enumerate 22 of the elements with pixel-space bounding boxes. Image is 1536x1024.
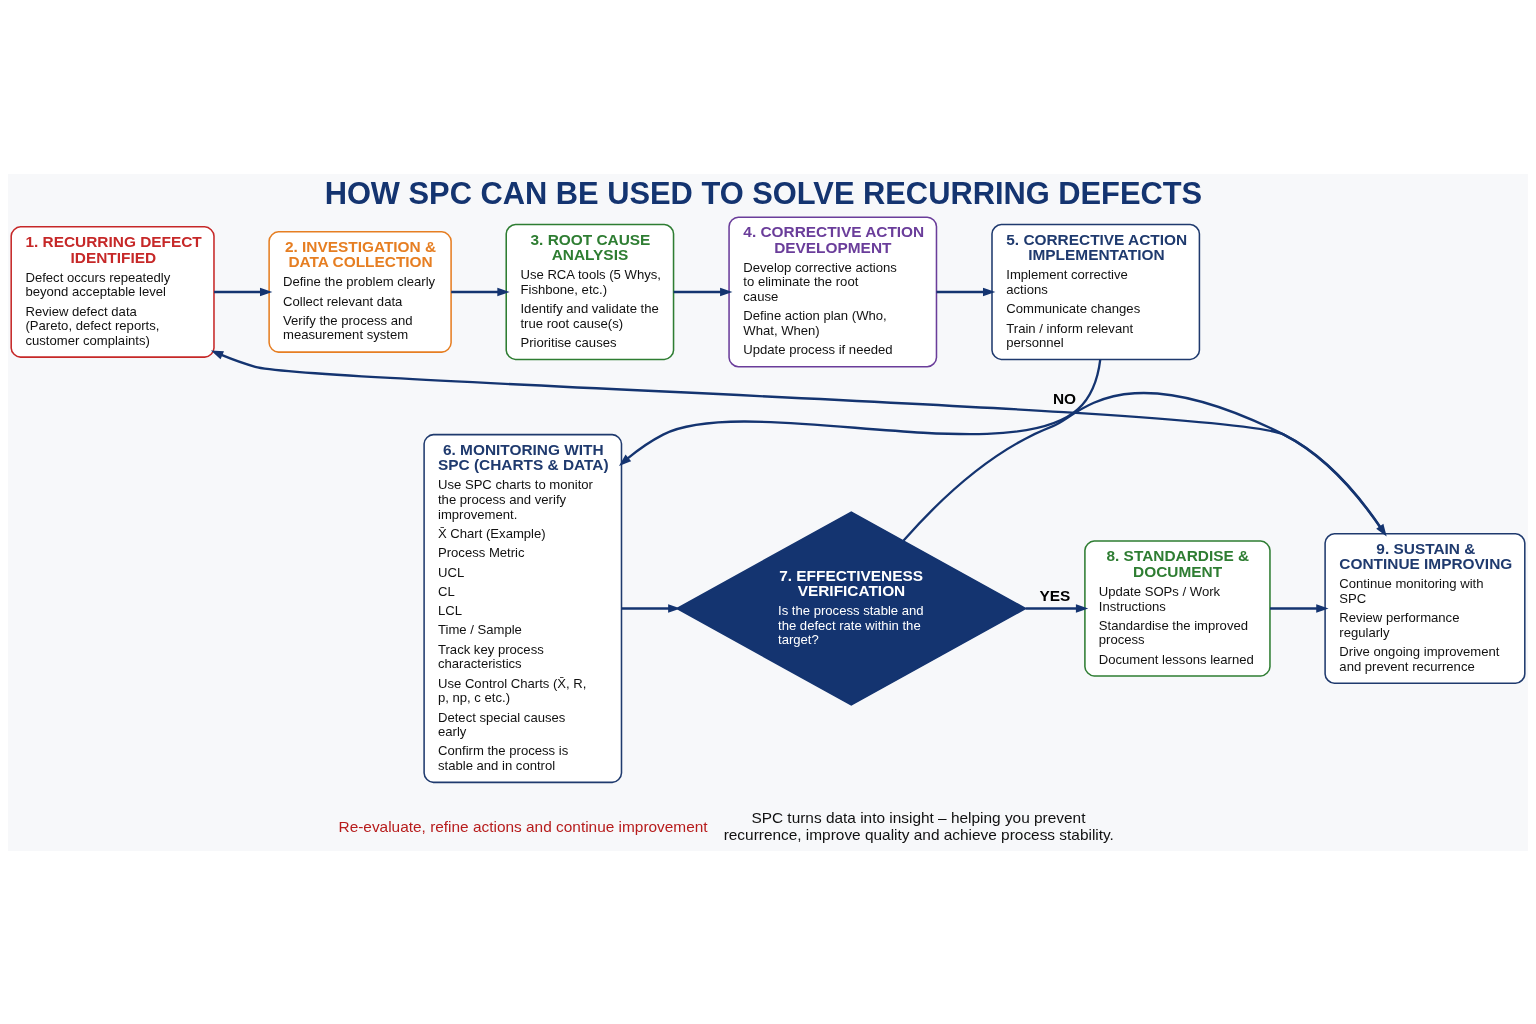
node-box: 5. CORRECTIVE ACTION IMPLEMENTATION Implement corrective actions Communicate changes Train / inform relevant personnel [991, 223, 1201, 360]
label: Re-evaluate, refine actions and continue improvement [338, 817, 708, 835]
arrow [673, 287, 733, 296]
node-box: 8. STANDARDISE & DOCUMENT Update SOPs / Work Instructions Standardise the improved process Document lessons learned [1084, 539, 1271, 677]
node-box: 1. RECURRING DEFECT IDENTIFIED Defect occurs repeatedly beyond acceptable level Review defect data (Pareto, defect reports, customer complaints) [10, 225, 215, 358]
arrow [214, 287, 273, 296]
node-diamond: 7. EFFECTIVENESS VERIFICATION Is the process stable and the defect rate within the target? [675, 510, 1028, 706]
node-box: 9. SUSTAIN & CONTINUE IMPROVING Continue monitoring with SPC Review performance regularly Drive ongoing improvement and prevent recurrence [1324, 532, 1526, 684]
edge-label: YES [1039, 586, 1071, 604]
diagram-title: HOW SPC CAN BE USED TO SOLVE RECURRING DEFECTS [324, 175, 1203, 211]
label: SPC turns data into insight – helping you prevent recurrence, improve quality and achieve process stability. [723, 808, 1114, 843]
node-box: 2. INVESTIGATION & DATA COLLECTION Define the problem clearly Collect relevant data Verify the process and measurement system [268, 230, 452, 353]
arrow [619, 358, 1102, 466]
node-box: 3. ROOT CAUSE ANALYSIS Use RCA tools (5 Whys, Fishbone, etc.) Identify and validate the true root cause(s) Prioritise causes [505, 223, 675, 360]
arrow [1270, 603, 1329, 613]
arrow [936, 287, 996, 296]
arrow [621, 603, 681, 613]
edge-label: NO [1052, 389, 1077, 407]
node-box: 6. MONITORING WITH SPC (CHARTS & DATA) Use SPC charts to monitor the process and verify improvement. X̄ Chart (Example) Process Metric UCL CL LCL Time / Sample Track key process characteristics Use Control Charts (X̄, R, p, np, c etc.) Detect special causes early Confirm the process is stable and in control [423, 433, 623, 783]
node-box: 4. CORRECTIVE ACTION DEVELOPMENT Develop corrective actions to eliminate the root cause Define action plan (Who, What, When) Update process if needed [728, 215, 938, 368]
arrow [1025, 603, 1089, 613]
arrow [451, 287, 510, 296]
